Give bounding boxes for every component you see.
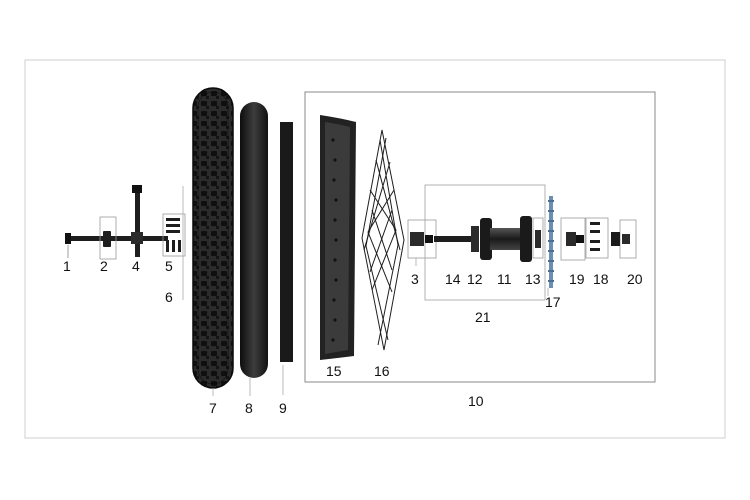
label-part-11: 11 [497, 271, 512, 287]
leader-lines [212, 258, 549, 396]
hub-body [480, 216, 532, 262]
label-part-14: 14 [445, 271, 461, 287]
label-part-3: 3 [411, 271, 419, 287]
rim [320, 115, 356, 360]
axle-nut [611, 219, 637, 259]
label-part-10: 10 [468, 393, 484, 409]
tire [192, 87, 234, 389]
sprocket [548, 196, 554, 288]
label-part-16: 16 [374, 363, 390, 379]
label-part-17: 17 [545, 294, 561, 310]
label-part-13: 13 [525, 271, 541, 287]
rim-strip [280, 122, 293, 362]
inner-tube [240, 102, 268, 378]
hub-bearing [471, 226, 479, 252]
sprocket-bolts [585, 217, 609, 259]
label-part-21: 21 [475, 309, 491, 325]
wheel-assembly-bracket [304, 91, 656, 383]
label-part-15: 15 [326, 363, 342, 379]
label-part-7: 7 [209, 400, 217, 416]
label-part-19: 19 [569, 271, 585, 287]
label-part-12: 12 [467, 271, 483, 287]
label-part-4: 4 [132, 258, 140, 274]
label-part-9: 9 [279, 400, 287, 416]
label-part-2: 2 [100, 258, 108, 274]
axle-lever [131, 185, 143, 257]
hub-spacer [532, 217, 544, 259]
axle [65, 233, 168, 258]
label-part-8: 8 [245, 400, 253, 416]
label-part-5: 5 [165, 258, 173, 274]
bolt-set [162, 213, 186, 257]
label-part-20: 20 [627, 271, 643, 287]
part-labels: 1 2 4 5 6 7 8 9 10 15 16 3 14 12 11 13 1… [63, 258, 643, 416]
sprocket-carrier [560, 217, 586, 261]
spacer-left [99, 216, 117, 260]
label-part-1: 1 [63, 258, 71, 274]
label-part-6: 6 [165, 289, 173, 305]
label-part-18: 18 [593, 271, 609, 287]
spoke-set [361, 129, 405, 351]
hub-axle-sleeve [434, 236, 474, 242]
